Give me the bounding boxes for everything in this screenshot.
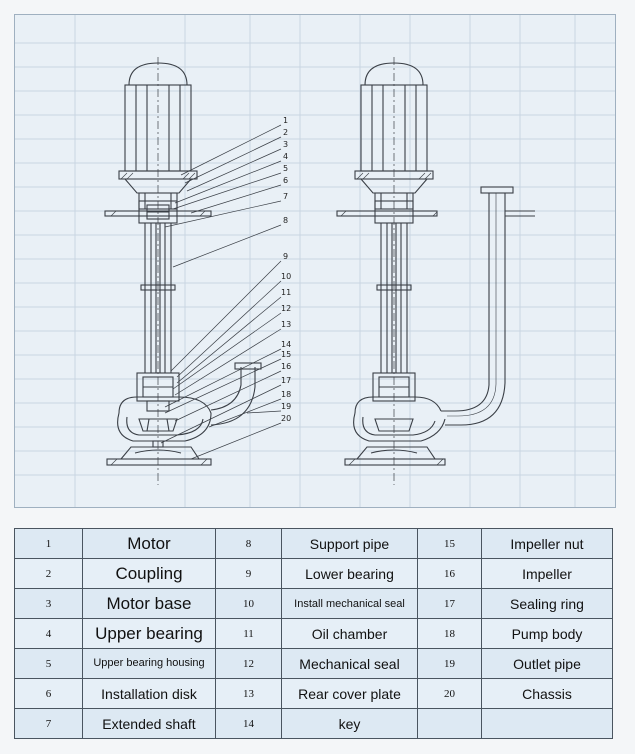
part-number: 19 [417, 648, 482, 679]
part-number: 5 [14, 648, 83, 679]
callout-1: 1 [283, 116, 288, 125]
callout-18: 18 [281, 390, 291, 399]
empty-cell [481, 708, 613, 739]
callout-11: 11 [281, 288, 291, 297]
part-name: Upper bearing [82, 618, 216, 649]
part-name: Install mechanical seal [281, 588, 418, 619]
part-name: Impeller nut [481, 528, 613, 559]
table-row: 4 Upper bearing 11 Oil chamber 18 Pump b… [14, 618, 613, 649]
part-name: Installation disk [82, 678, 216, 709]
part-number: 1 [14, 528, 83, 559]
part-name: Upper bearing housing [82, 648, 216, 679]
callout-12: 12 [281, 304, 291, 313]
part-name: Oil chamber [281, 618, 418, 649]
callout-17: 17 [281, 376, 291, 385]
callout-8: 8 [283, 216, 288, 225]
part-number: 17 [417, 588, 482, 619]
part-name: Pump body [481, 618, 613, 649]
part-number: 14 [215, 708, 282, 739]
table-row: 5 Upper bearing housing 12 Mechanical se… [14, 648, 613, 679]
part-name: Extended shaft [82, 708, 216, 739]
table-row: 6 Installation disk 13 Rear cover plate … [14, 678, 613, 709]
part-name: Rear cover plate [281, 678, 418, 709]
callout-10: 10 [281, 272, 291, 281]
part-name: Outlet pipe [481, 648, 613, 679]
drawing-panel: 1 2 3 4 5 6 7 8 9 10 11 12 13 14 15 16 1… [14, 14, 616, 508]
part-name: key [281, 708, 418, 739]
callout-7: 7 [283, 192, 288, 201]
callout-19: 19 [281, 402, 291, 411]
parts-legend-table: 1 Motor 8 Support pipe 15 Impeller nut 2… [14, 528, 613, 739]
part-number: 20 [417, 678, 482, 709]
right-pump-drawing [336, 57, 535, 485]
empty-cell [417, 708, 482, 739]
part-number: 16 [417, 558, 482, 589]
callout-4: 4 [283, 152, 288, 161]
part-number: 15 [417, 528, 482, 559]
part-number: 11 [215, 618, 282, 649]
callout-5: 5 [283, 164, 288, 173]
part-name: Coupling [82, 558, 216, 589]
callout-leader-lines [160, 124, 282, 460]
part-name: Sealing ring [481, 588, 613, 619]
part-number: 8 [215, 528, 282, 559]
callout-20: 20 [281, 414, 291, 423]
pump-cross-section-diagram: 1 2 3 4 5 6 7 8 9 10 11 12 13 14 15 16 1… [104, 57, 535, 485]
table-row: 1 Motor 8 Support pipe 15 Impeller nut [14, 528, 613, 559]
part-number: 12 [215, 648, 282, 679]
part-number: 4 [14, 618, 83, 649]
callout-6: 6 [283, 176, 288, 185]
callout-13: 13 [281, 320, 291, 329]
table-row: 7 Extended shaft 14 key [14, 708, 613, 739]
part-number: 10 [215, 588, 282, 619]
part-name: Impeller [481, 558, 613, 589]
table-row: 3 Motor base 10 Install mechanical seal … [14, 588, 613, 619]
callout-9: 9 [283, 252, 288, 261]
part-number: 13 [215, 678, 282, 709]
callout-14: 14 [281, 340, 291, 349]
part-number: 2 [14, 558, 83, 589]
part-name: Motor [82, 528, 216, 559]
callout-15: 15 [281, 350, 291, 359]
part-number: 7 [14, 708, 83, 739]
part-number: 18 [417, 618, 482, 649]
callout-2: 2 [283, 128, 288, 137]
table-row: 2 Coupling 9 Lower bearing 16 Impeller [14, 558, 613, 589]
part-name: Support pipe [281, 528, 418, 559]
part-number: 6 [14, 678, 83, 709]
callout-3: 3 [283, 140, 288, 149]
faded-background-table [15, 15, 615, 507]
part-name: Chassis [481, 678, 613, 709]
left-pump-drawing [104, 57, 262, 485]
part-name: Lower bearing [281, 558, 418, 589]
callout-numbers: 1 2 3 4 5 6 7 8 9 10 11 12 13 14 15 16 1… [281, 116, 291, 423]
part-name: Mechanical seal [281, 648, 418, 679]
callout-16: 16 [281, 362, 291, 371]
part-name: Motor base [82, 588, 216, 619]
part-number: 3 [14, 588, 83, 619]
part-number: 9 [215, 558, 282, 589]
